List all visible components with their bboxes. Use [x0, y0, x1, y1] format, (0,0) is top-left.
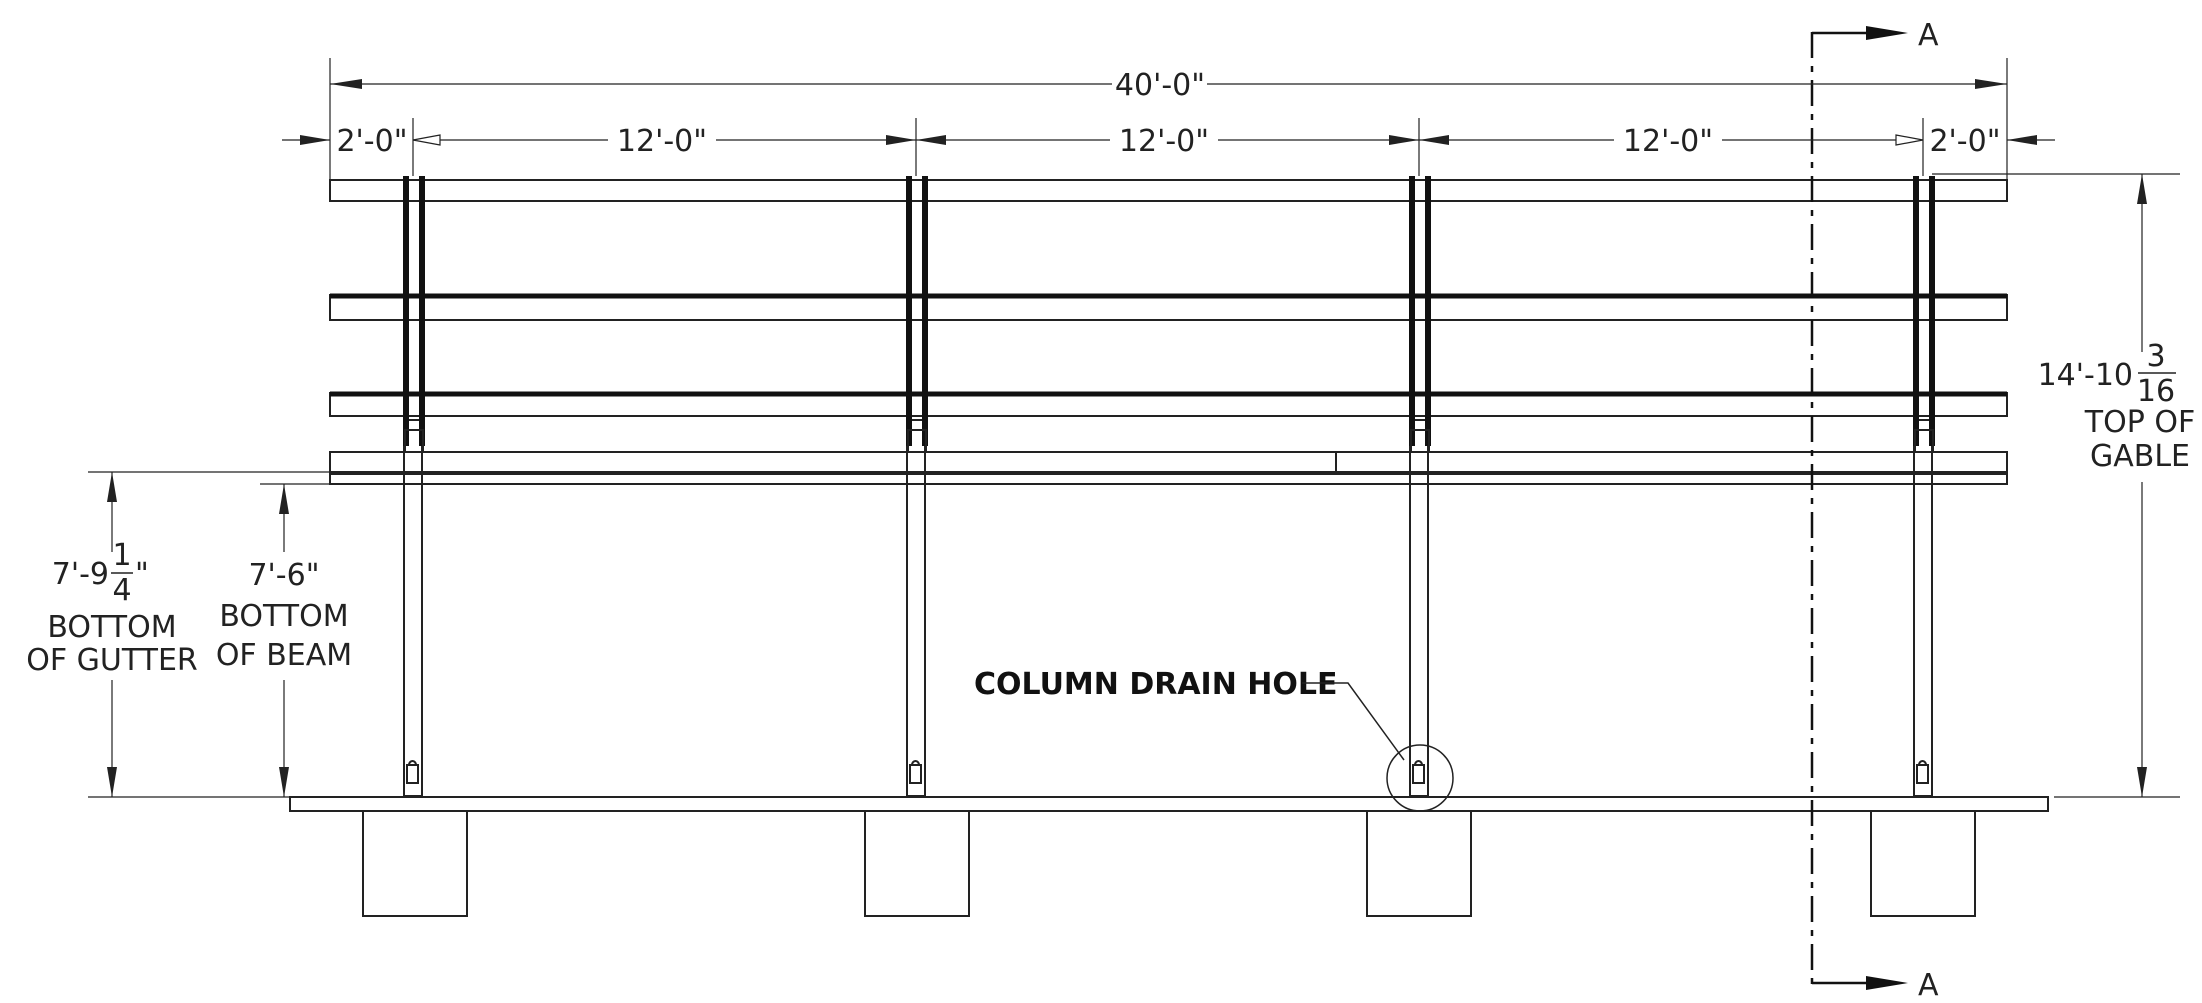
drain-hole-symbols — [406, 760, 1929, 784]
section-arrow-bottom — [1812, 976, 1908, 990]
footing-4 — [1870, 810, 1976, 917]
footing-2 — [864, 810, 970, 917]
extension-lines — [329, 58, 2008, 180]
gutter-label-line-1: BOTTOM — [47, 610, 176, 645]
purlin-heavy-lines — [330, 293, 2007, 397]
column-3 — [1409, 176, 1431, 797]
gable-label-line-2: GABLE — [2090, 439, 2190, 474]
beam-height-value: 7'-6" — [248, 558, 319, 593]
beam-label-line-1: BOTTOM — [219, 599, 348, 634]
dim-right-overhang: 2'-0" — [1929, 124, 2000, 159]
gutter-height-denominator: 4 — [112, 573, 131, 608]
section-label-top: A — [1918, 18, 1939, 53]
footing-3 — [1366, 810, 1472, 917]
slab — [289, 796, 2049, 812]
gable-height-denominator: 16 — [2137, 374, 2175, 409]
column-2 — [906, 176, 928, 797]
right-overhang-dimension-line — [2007, 135, 2055, 145]
dim-bay-3: 12'-0" — [1623, 124, 1713, 159]
gable-height-whole: 14'-10 — [2038, 358, 2133, 393]
dim-overall: 40'-0" — [1115, 68, 1205, 103]
gutter-height-numerator: 1 — [112, 538, 131, 573]
column-1 — [403, 176, 425, 797]
gutter-height-inch-mark: " — [135, 557, 149, 592]
section-label-bottom: A — [1918, 968, 1939, 1003]
gutter-height-whole: 7'-9 — [52, 557, 109, 592]
beam — [329, 473, 2008, 485]
beam-label-line-2: OF BEAM — [216, 638, 352, 673]
dim-bay-2: 12'-0" — [1119, 124, 1209, 159]
gable-height-dimension-line — [1932, 173, 2180, 798]
left-overhang-dimension-line — [282, 134, 441, 146]
gable-height-numerator: 3 — [2146, 339, 2165, 374]
bay-1-dimension-line — [440, 135, 916, 145]
callout-detail-circle — [1386, 744, 1454, 812]
dim-left-overhang: 2'-0" — [336, 124, 407, 159]
bay-3-dimension-line — [1419, 134, 1924, 146]
callout-leader-line — [1302, 682, 1405, 761]
beam-height-dimension-line — [260, 483, 404, 797]
footing-1 — [362, 810, 468, 917]
column-4 — [1913, 176, 1935, 797]
gutter — [329, 451, 2008, 473]
gutter-height-dimension-line — [88, 471, 330, 798]
bay-2-dimension-line — [916, 135, 1419, 145]
dim-bay-1: 12'-0" — [617, 124, 707, 159]
overall-dimension-line — [330, 79, 2007, 89]
gable-label-line-1: TOP OF — [2084, 405, 2195, 440]
section-arrow-top — [1812, 26, 1908, 40]
callout-column-drain-hole: COLUMN DRAIN HOLE — [974, 667, 1338, 702]
gutter-label-line-2: OF GUTTER — [26, 643, 198, 678]
